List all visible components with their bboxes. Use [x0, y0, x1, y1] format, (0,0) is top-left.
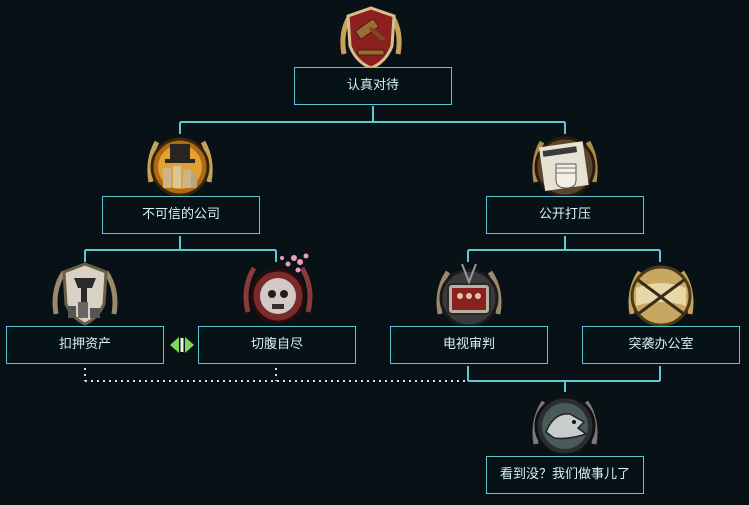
skull-sakura-icon [243, 253, 313, 324]
focus-public-crackdown[interactable]: 公开打压 [486, 196, 644, 234]
gavel-icon [340, 6, 402, 70]
focus-label: 突袭办公室 [628, 337, 694, 352]
focus-label: 电视审判 [442, 337, 495, 352]
focus-tv-trial[interactable]: 电视审判 [390, 326, 548, 364]
focus-seppuku[interactable]: 切腹自尽 [198, 326, 356, 364]
seized-factory-icon [52, 262, 118, 326]
focus-label: 扣押资产 [58, 337, 111, 352]
focus-seize-assets[interactable]: 扣押资产 [6, 326, 164, 364]
focus-label: 不可信的公司 [141, 207, 220, 222]
focus-take-it-seriously[interactable]: 认真对待 [294, 67, 452, 105]
focus-label: 认真对待 [346, 78, 399, 93]
newspaper-fist-icon [532, 136, 598, 198]
top-hat-money-icon [147, 137, 213, 197]
focus-untrustworthy-company[interactable]: 不可信的公司 [102, 196, 260, 234]
chained-office-icon [628, 265, 694, 327]
focus-raid-office[interactable]: 突袭办公室 [582, 326, 740, 364]
mutually-exclusive-icon [170, 337, 194, 353]
focus-label: 公开打压 [538, 207, 591, 222]
focus-label: 看到没？我们做事儿了 [499, 467, 630, 482]
focus-label: 切腹自尽 [250, 337, 303, 352]
focus-see-we-did-it[interactable]: 看到没？我们做事儿了 [486, 456, 644, 494]
wolf-icon [532, 395, 598, 457]
tv-trial-icon [436, 263, 502, 328]
